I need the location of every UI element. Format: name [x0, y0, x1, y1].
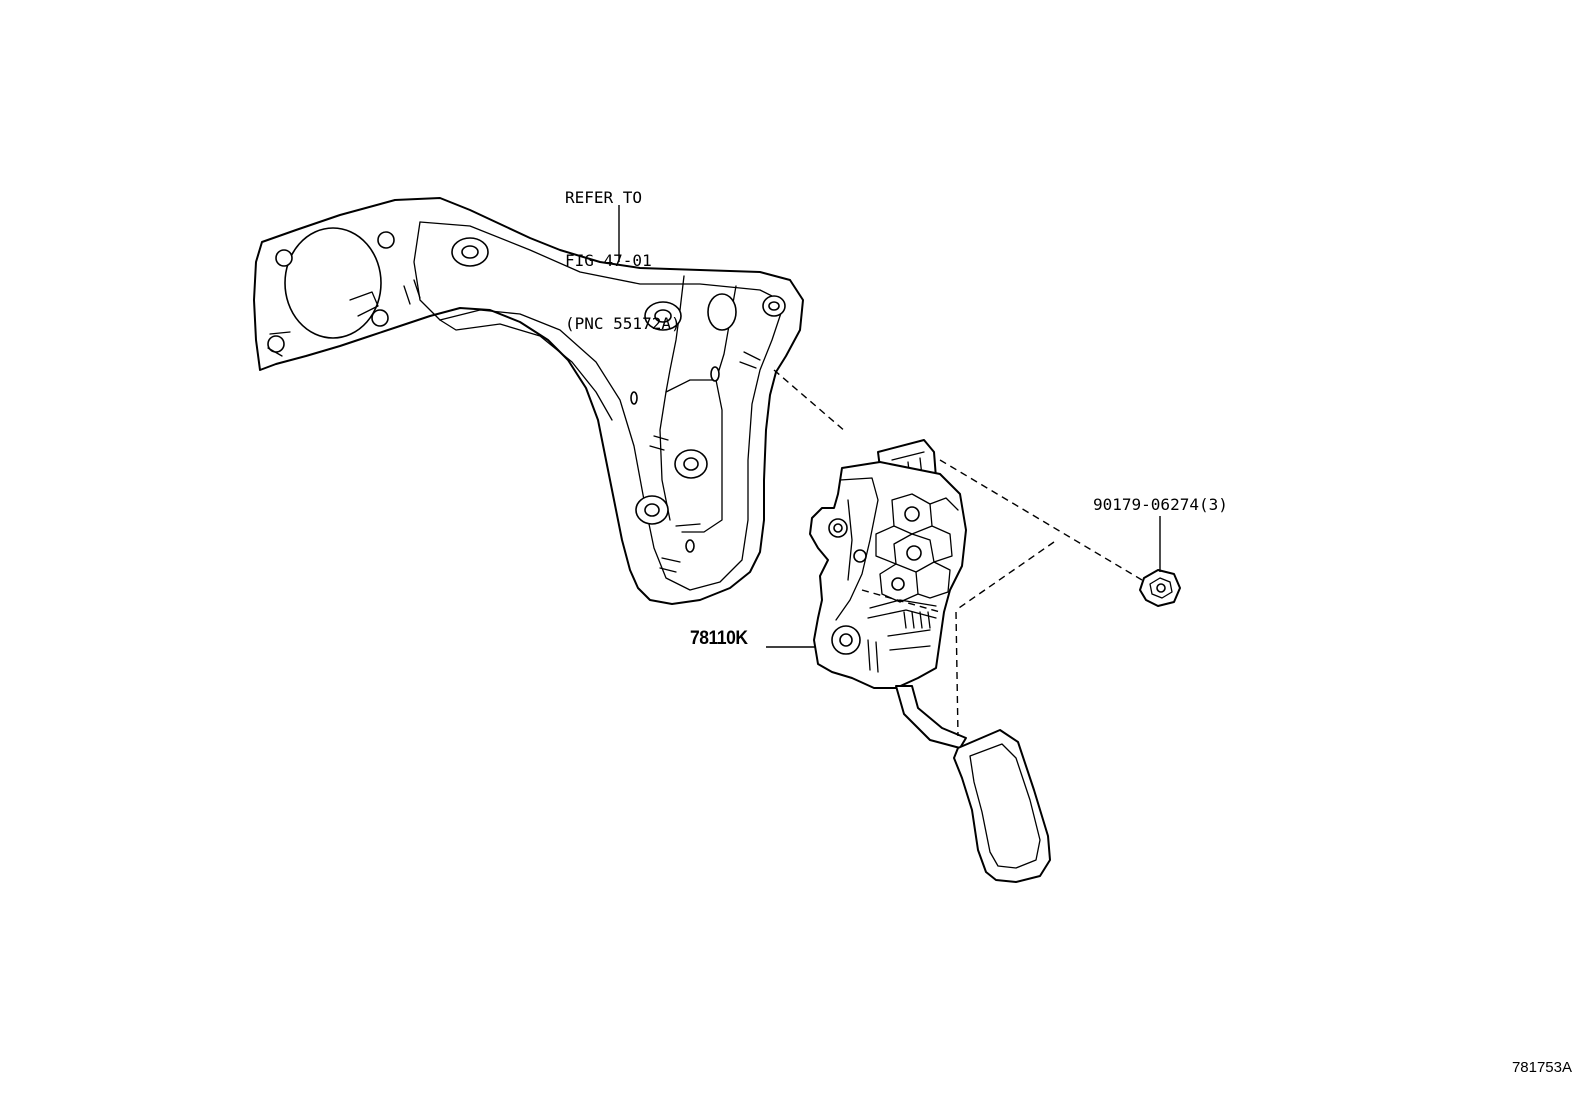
reference-line-2: FIG 47-01 [565, 251, 652, 270]
accelerator-pedal-assembly [809, 439, 1051, 883]
pedal-part-number: 78110K [690, 628, 748, 649]
reference-line-3: (PNC 55172A) [565, 314, 681, 333]
flange-nut [1139, 569, 1181, 607]
assembly-line-lower [861, 589, 941, 613]
nut-part-number: 90179-06274(3) [1093, 495, 1228, 514]
assembly-line-nut [939, 459, 1143, 581]
pedal-bracket [253, 197, 804, 605]
assembly-line-upper [773, 369, 847, 433]
reference-callout: REFER TO FIG 47-01 (PNC 55172A) [565, 145, 681, 355]
assembly-line-right [955, 541, 1055, 611]
reference-line-1: REFER TO [565, 188, 643, 207]
assembly-line-vertical [955, 611, 959, 737]
illustration-code: 781753A [1511, 1059, 1572, 1076]
